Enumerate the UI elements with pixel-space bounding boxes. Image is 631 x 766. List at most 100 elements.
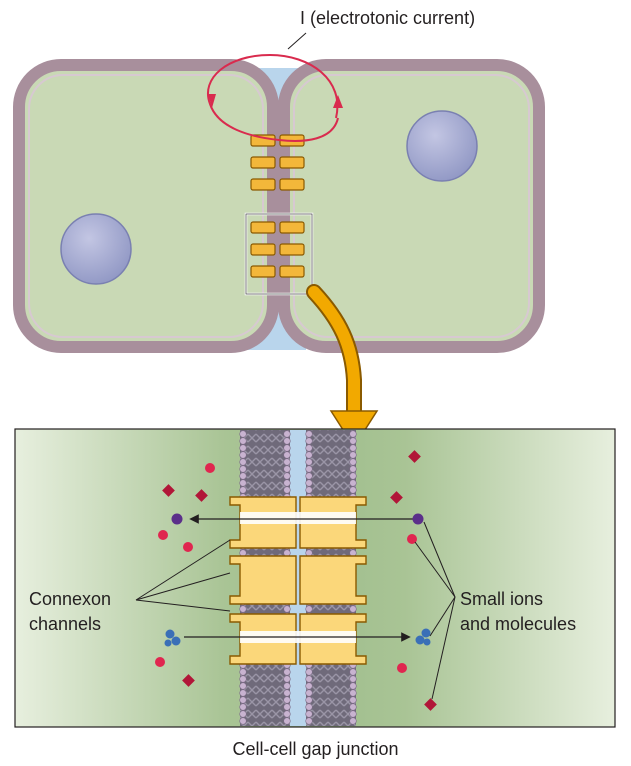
lipid-head xyxy=(349,696,357,704)
lipid-head xyxy=(239,479,247,487)
lipid-head xyxy=(305,717,313,725)
connexon-label-line2: channels xyxy=(29,614,102,634)
lipid-head xyxy=(305,710,313,718)
ion-diamond xyxy=(390,491,403,504)
lipid-head xyxy=(239,437,247,445)
ion-diamond xyxy=(408,450,421,463)
lipid-head xyxy=(305,682,313,690)
lipid-head xyxy=(283,682,291,690)
lipid-head xyxy=(239,717,247,725)
ion-red xyxy=(155,657,165,667)
lipid-head xyxy=(239,472,247,480)
lipid-head xyxy=(349,703,357,711)
cell-pair-overview xyxy=(13,32,545,353)
lipid-head xyxy=(349,668,357,676)
ion-diamond xyxy=(195,489,208,502)
lipid-head xyxy=(283,472,291,480)
lipid-head xyxy=(305,444,313,452)
lipid-head xyxy=(349,430,357,438)
lipid-head xyxy=(283,710,291,718)
connexon-channels-label: Connexon channels xyxy=(29,587,111,637)
lipid-head xyxy=(239,458,247,466)
lipid-head xyxy=(239,689,247,697)
current-label: I (electrotonic current) xyxy=(300,8,476,28)
lipid-head xyxy=(349,689,357,697)
lipid-head xyxy=(283,458,291,466)
lipid-head xyxy=(283,430,291,438)
lipid-head xyxy=(283,486,291,494)
small-ions-label: Small ions and molecules xyxy=(460,587,576,637)
connexon-label-line1: Connexon xyxy=(29,589,112,609)
lipid-head xyxy=(283,689,291,697)
lipid-head xyxy=(349,472,357,480)
lipid-head xyxy=(305,696,313,704)
lipid-head xyxy=(305,703,313,711)
lipid-head xyxy=(305,437,313,445)
lipid-head xyxy=(239,710,247,718)
nucleus-left xyxy=(60,213,132,285)
lipid-head xyxy=(349,717,357,725)
connexon-cluster-boxed xyxy=(250,221,305,278)
ions-label-line2: and molecules xyxy=(460,614,577,634)
lipid-head xyxy=(283,444,291,452)
nucleus-right xyxy=(406,110,478,182)
lipid-head xyxy=(305,486,313,494)
left-cell xyxy=(13,59,279,353)
lipid-head xyxy=(239,682,247,690)
lipid-head xyxy=(349,444,357,452)
diagram-caption: Cell-cell gap junction xyxy=(232,739,399,759)
lipid-head xyxy=(349,605,357,613)
lipid-head xyxy=(283,465,291,473)
lipid-head xyxy=(305,430,313,438)
lipid-head xyxy=(239,703,247,711)
ion-red xyxy=(407,534,417,544)
ion-purple xyxy=(412,513,424,525)
lipid-head xyxy=(239,668,247,676)
lipid-head xyxy=(239,696,247,704)
lipid-head xyxy=(239,605,247,613)
lipid-head xyxy=(349,675,357,683)
lipid-head xyxy=(239,486,247,494)
ion-red xyxy=(158,530,168,540)
lipid-head xyxy=(349,465,357,473)
lipid-head xyxy=(305,472,313,480)
lipid-head xyxy=(349,479,357,487)
lipid-head xyxy=(305,465,313,473)
lipid-head xyxy=(283,696,291,704)
lipid-head xyxy=(283,451,291,459)
lipid-head xyxy=(305,689,313,697)
lipid-head xyxy=(305,451,313,459)
lipid-head xyxy=(283,605,291,613)
connexon-callout-lines xyxy=(135,539,231,612)
current-leader-line xyxy=(287,32,307,50)
ion-red xyxy=(205,463,215,473)
ion-red xyxy=(183,542,193,552)
ions-label-line1: Small ions xyxy=(460,589,544,609)
lipid-head xyxy=(239,465,247,473)
lipid-head xyxy=(305,458,313,466)
lipid-head xyxy=(349,710,357,718)
lipid-head xyxy=(305,479,313,487)
lipid-head xyxy=(283,479,291,487)
lipid-head xyxy=(283,668,291,676)
lipid-head xyxy=(283,437,291,445)
lipid-head xyxy=(349,437,357,445)
molecule-blue xyxy=(415,628,431,646)
ions-callout-lines xyxy=(414,521,456,700)
lipid-head xyxy=(349,486,357,494)
lipid-head xyxy=(349,451,357,459)
lipid-head xyxy=(349,682,357,690)
molecule-blue xyxy=(164,629,181,647)
lipid-head xyxy=(239,451,247,459)
lipid-head xyxy=(283,675,291,683)
gap-junction-closeup xyxy=(14,428,616,728)
lipid-head xyxy=(239,430,247,438)
lipid-head xyxy=(239,444,247,452)
ion-purple xyxy=(171,513,183,525)
lipid-head xyxy=(239,675,247,683)
lipid-head xyxy=(283,717,291,725)
lipid-head xyxy=(305,675,313,683)
lipid-head xyxy=(305,668,313,676)
ion-red xyxy=(397,663,407,673)
